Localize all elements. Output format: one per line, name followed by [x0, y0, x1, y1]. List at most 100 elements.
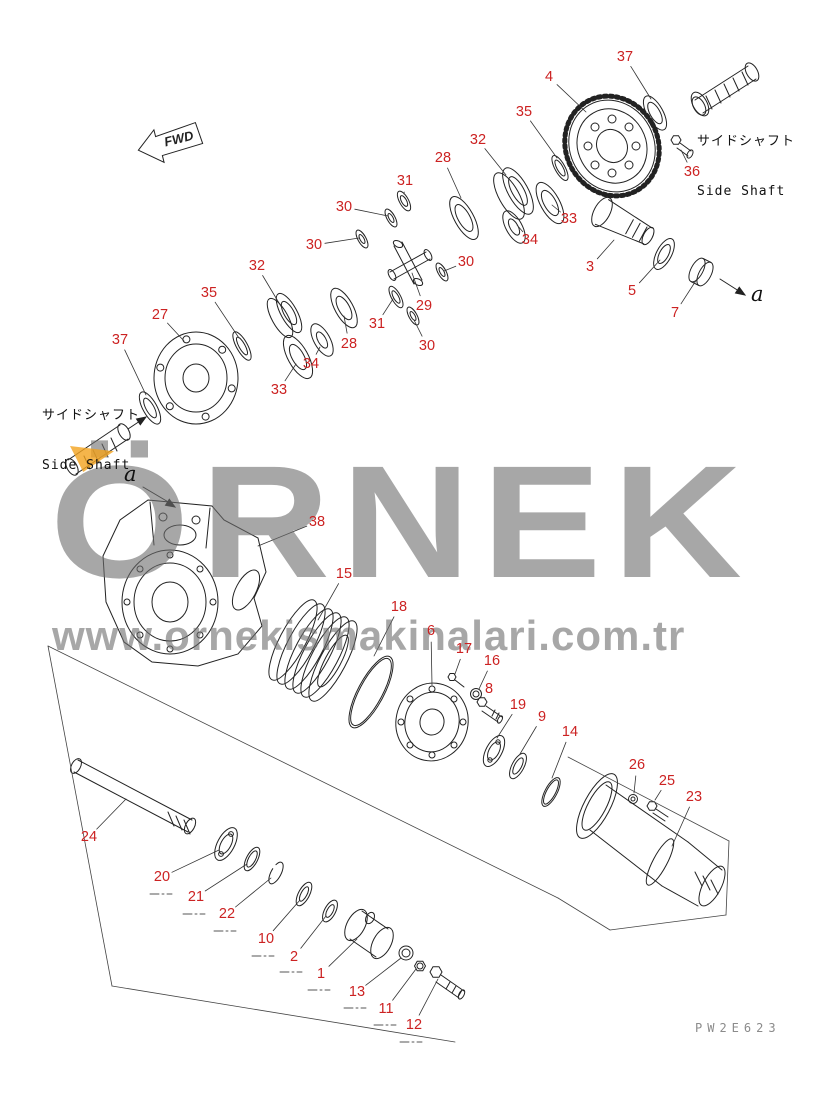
part-callout-32: 32 — [248, 258, 266, 274]
leader-line-5 — [639, 259, 661, 284]
part-callout-38: 38 — [308, 514, 326, 530]
fwd-arrow-label: FWD — [163, 128, 196, 150]
washer-16 — [470, 688, 482, 700]
pinion-gear-34-left — [310, 323, 334, 357]
leader-line-16 — [478, 670, 488, 690]
part-callout-31: 31 — [396, 173, 414, 189]
part-callout-18: 18 — [390, 599, 408, 615]
leader-line-32 — [484, 148, 507, 176]
part-callout-19: 19 — [509, 697, 527, 713]
fwd-arrow: FWD — [137, 121, 204, 164]
snap-ring-22 — [268, 861, 284, 885]
bolt-12 — [429, 966, 466, 1000]
axle-housing-tube-23 — [576, 773, 726, 907]
part-callout-37: 37 — [111, 332, 129, 348]
leader-line-18 — [373, 616, 395, 657]
bearing-32-right — [493, 167, 534, 220]
part-callout-34: 34 — [521, 232, 539, 248]
part-callout-21: 21 — [187, 889, 205, 905]
pinion-shaft-3 — [591, 196, 655, 246]
ring-gear-4 — [562, 93, 662, 199]
leader-line-30 — [324, 237, 360, 244]
leader-line-10 — [272, 899, 301, 932]
part-callout-28: 28 — [340, 336, 358, 352]
o-ring-14 — [541, 777, 561, 807]
part-callout-7: 7 — [670, 305, 680, 321]
side-gear-33-left — [282, 334, 314, 380]
leader-line-9 — [519, 726, 537, 755]
leader-line-28 — [447, 167, 462, 199]
leader-line-19 — [496, 713, 513, 739]
washer-31-lower — [388, 285, 404, 309]
hub-6 — [395, 682, 469, 762]
part-callout-9: 9 — [537, 709, 547, 725]
part-callout-10: 10 — [257, 931, 275, 947]
brake-disc-stack-15 — [268, 599, 358, 702]
part-callout-26: 26 — [628, 757, 646, 773]
part-callout-1: 1 — [316, 966, 326, 982]
leader-line-30 — [413, 319, 423, 337]
leader-line-4 — [556, 84, 587, 113]
bearing-32-left — [266, 292, 303, 339]
leader-line-22 — [235, 877, 272, 908]
leader-line-3 — [596, 239, 615, 260]
washer-26 — [628, 794, 638, 804]
leader-line-26 — [633, 775, 637, 794]
leader-line-6 — [430, 641, 433, 686]
view-arrow-right — [719, 278, 747, 296]
bearing-28-left — [330, 287, 358, 329]
leader-line-29 — [411, 272, 421, 297]
bearing-37-left — [138, 391, 162, 425]
axle-shaft-24 — [70, 758, 197, 835]
ring-2 — [322, 899, 338, 923]
part-callout-12: 12 — [405, 1017, 423, 1033]
drawing-code: PW2E623 — [695, 1021, 781, 1035]
bearing-19 — [482, 735, 506, 767]
part-callout-32: 32 — [469, 132, 487, 148]
side-shaft-label-left: サイドシャフト Side Shaft — [42, 374, 140, 509]
part-callout-35: 35 — [515, 104, 533, 120]
nut-11 — [413, 960, 427, 972]
ring-21 — [243, 846, 261, 872]
leader-line-23 — [671, 806, 690, 847]
part-callout-15: 15 — [335, 566, 353, 582]
part-callout-37: 37 — [616, 49, 634, 65]
part-callout-33: 33 — [560, 211, 578, 227]
part-callout-31: 31 — [368, 316, 386, 332]
leader-line-36 — [680, 149, 688, 163]
part-callout-3: 3 — [585, 259, 595, 275]
collar-7 — [688, 257, 714, 287]
part-callout-11: 11 — [378, 1001, 394, 1017]
leader-line-37 — [630, 66, 652, 100]
leader-line-24 — [96, 798, 127, 830]
part-callout-6: 6 — [426, 623, 436, 639]
leader-line-37 — [124, 349, 147, 396]
leader-line-20 — [171, 849, 220, 873]
leader-line-14 — [551, 741, 567, 779]
side-shaft-label-top: サイドシャフト Side Shaft — [697, 100, 795, 235]
part-callout-24: 24 — [80, 829, 98, 845]
right-side-shaft — [690, 62, 760, 117]
view-arrow-left — [142, 486, 177, 508]
leader-line-34 — [315, 346, 321, 355]
washer-13 — [398, 945, 414, 961]
part-callout-30: 30 — [335, 199, 353, 215]
leader-line-25 — [654, 789, 662, 801]
part-callout-16: 16 — [483, 653, 501, 669]
view-marker-a-right: a — [751, 282, 764, 306]
bearing-5 — [653, 238, 675, 270]
leader-line-1 — [328, 938, 358, 967]
part-callout-30: 30 — [457, 254, 475, 270]
side-gear-33-right — [535, 181, 565, 225]
section-boundary-lines — [47, 645, 730, 1043]
side-shaft-left-jp: サイドシャフト — [42, 407, 141, 423]
leader-line-7 — [680, 278, 698, 305]
leader-line-35 — [530, 120, 558, 159]
part-callout-17: 17 — [455, 641, 473, 657]
differential-carrier-27 — [153, 331, 239, 425]
cage-1 — [344, 908, 394, 960]
o-ring-18 — [348, 655, 394, 729]
side-shaft-left-en: Side Shaft — [42, 458, 131, 474]
